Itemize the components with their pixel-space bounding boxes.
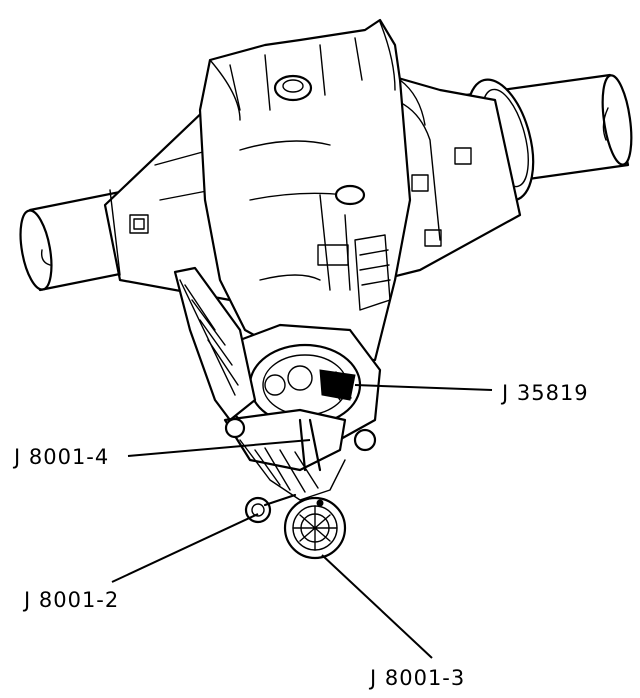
leader-j8001-4 [127,439,311,457]
leader-j35819 [354,384,493,391]
callout-j35819: J 35819 [502,381,589,405]
callout-j8001-3: J 8001-3 [370,666,466,690]
callout-j8001-2: J 8001-2 [24,588,120,612]
leader-j8001-2 [111,513,259,583]
callout-j8001-4: J 8001-4 [14,445,110,469]
leader-j8001-3 [321,554,433,659]
dial-indicator-assembly [223,408,377,560]
differential-carrier [198,18,412,362]
tool-bracket-left [173,266,257,422]
